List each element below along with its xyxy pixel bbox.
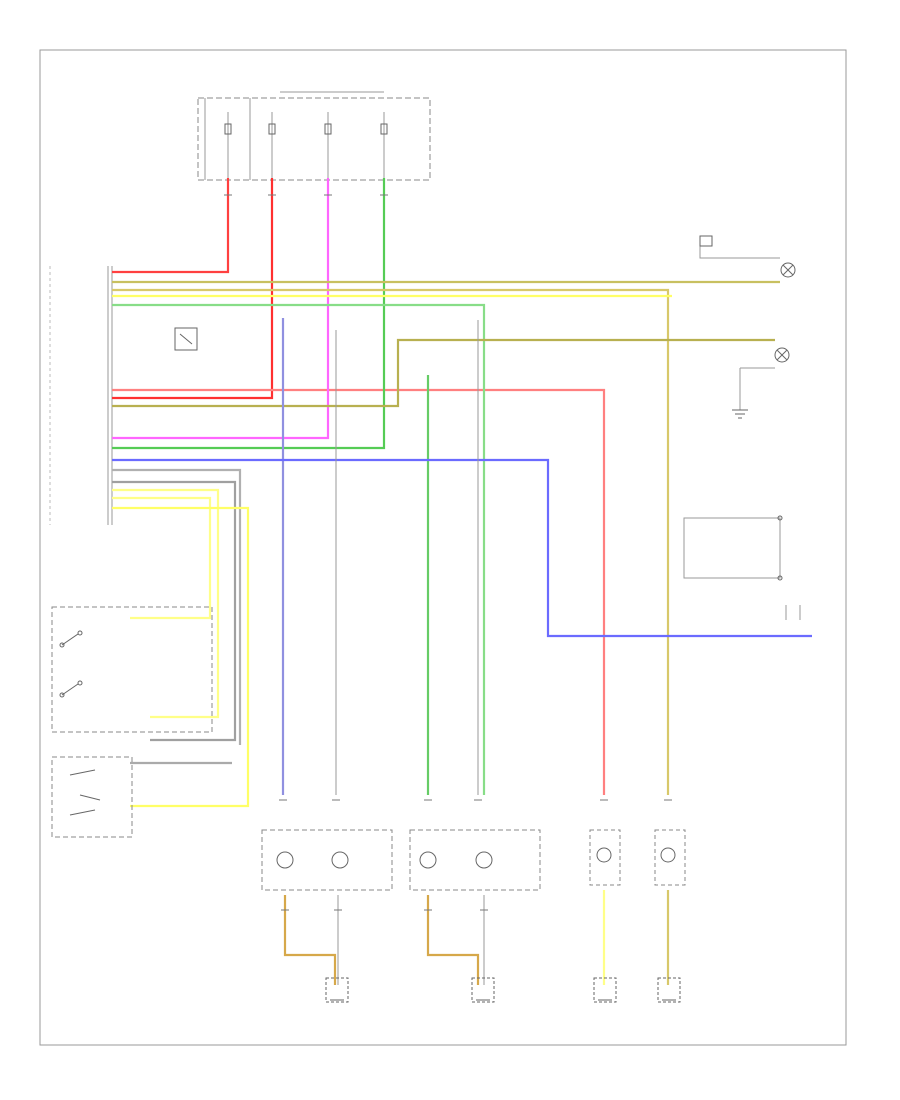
- ground-icon: [593, 977, 617, 1003]
- headlamp-left: [409, 829, 541, 891]
- fuse-box: [197, 91, 431, 181]
- switch-icon: [59, 680, 83, 698]
- wire-tan: [283, 895, 337, 985]
- ground-icon: [325, 977, 349, 1003]
- bulb-icon: [596, 847, 612, 863]
- bulb-icon: [780, 262, 796, 278]
- wire-green: [112, 178, 386, 450]
- bulb-icon: [276, 851, 294, 869]
- bulb-icon: [475, 851, 493, 869]
- wire-tan: [426, 895, 480, 985]
- wire-gray: [112, 468, 242, 745]
- wire-olive: [112, 288, 670, 795]
- wire-red: [112, 178, 274, 400]
- switch-icon: [69, 769, 101, 816]
- fuse-icon: [380, 123, 388, 135]
- wire-yellow: [112, 506, 250, 808]
- ground-icon: [657, 977, 681, 1003]
- wire-red: [112, 178, 230, 274]
- wire-magenta: [112, 178, 330, 440]
- ground-icon: [732, 409, 748, 419]
- fuse-icon: [224, 123, 232, 135]
- bulb-icon: [419, 851, 437, 869]
- bulb-icon: [660, 847, 676, 863]
- diagram-frame: [39, 49, 847, 1046]
- side-marker-lamp: [654, 829, 686, 886]
- switch-group: [51, 606, 213, 838]
- wire-green: [112, 303, 486, 795]
- wire-yellow: [112, 496, 212, 620]
- wire-yellow: [112, 488, 220, 719]
- wire-gray: [112, 480, 237, 742]
- right-module: [683, 515, 801, 620]
- bulb-icon: [774, 347, 790, 363]
- wire-blue: [112, 458, 812, 638]
- main-connector: [49, 266, 113, 525]
- fuse-icon: [268, 123, 276, 135]
- switch-icon: [59, 630, 83, 648]
- fuse-icon: [324, 123, 332, 135]
- connector-pins: [224, 194, 672, 911]
- wire-pink: [112, 388, 606, 795]
- relay: [174, 327, 198, 351]
- mid-right-lamp: [732, 347, 790, 419]
- ground-icon: [471, 977, 495, 1003]
- front-fog-lamp: [589, 829, 621, 886]
- bulb-icon: [331, 851, 349, 869]
- headlamp-right: [261, 829, 393, 891]
- top-right-lamp: [699, 235, 796, 278]
- wire-olive: [112, 338, 775, 408]
